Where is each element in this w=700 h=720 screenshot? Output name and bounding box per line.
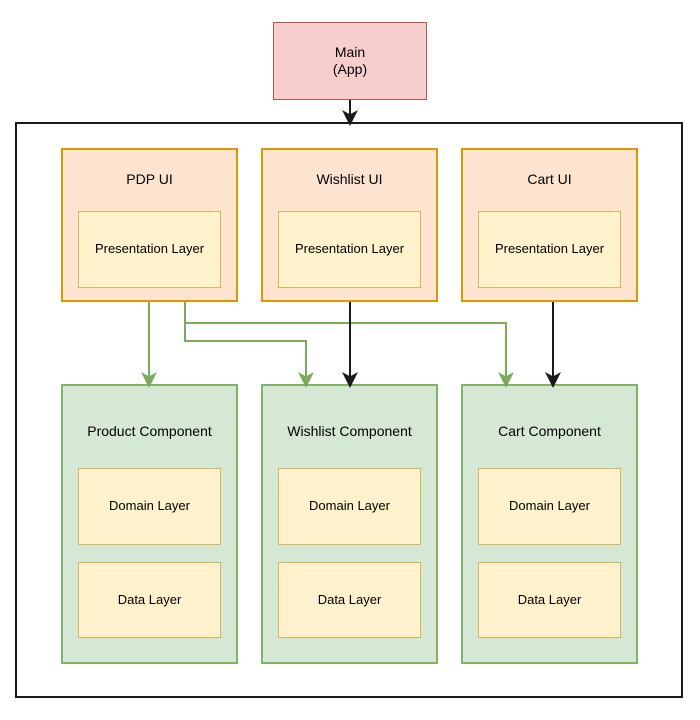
node-product-component-label: Product Component — [87, 423, 212, 439]
node-pdp-ui-label: PDP UI — [126, 171, 173, 187]
node-cart-component-label: Cart Component — [498, 423, 601, 439]
node-wishlist-data-layer-label: Data Layer — [317, 591, 382, 607]
node-cart-ui-label: Cart UI — [527, 171, 572, 187]
node-main-label-line2: (App) — [332, 61, 368, 77]
node-main-app[interactable]: Main (App) — [273, 22, 427, 100]
node-wishlist-domain-layer[interactable]: Domain Layer — [278, 468, 421, 545]
node-cart-data-layer-label: Data Layer — [517, 591, 582, 607]
node-product-domain-layer-label: Domain Layer — [109, 498, 190, 514]
node-product-data-layer-label: Data Layer — [117, 591, 182, 607]
node-wishlist-component-label: Wishlist Component — [287, 423, 412, 439]
node-cart-data-layer[interactable]: Data Layer — [478, 562, 621, 638]
node-cart-domain-layer[interactable]: Domain Layer — [478, 468, 621, 545]
node-product-domain-layer[interactable]: Domain Layer — [78, 468, 221, 545]
node-main-label-line1: Main — [334, 43, 366, 60]
node-pdp-presentation-layer-label: Presentation Layer — [94, 241, 205, 257]
node-wishlist-data-layer[interactable]: Data Layer — [278, 562, 421, 638]
node-cart-domain-layer-label: Domain Layer — [509, 498, 590, 514]
node-cart-presentation-layer[interactable]: Presentation Layer — [478, 211, 621, 288]
node-wishlist-ui-label: Wishlist UI — [316, 171, 383, 187]
node-pdp-presentation-layer[interactable]: Presentation Layer — [78, 211, 221, 288]
node-cart-presentation-layer-label: Presentation Layer — [494, 241, 605, 257]
node-product-data-layer[interactable]: Data Layer — [78, 562, 221, 638]
node-wishlist-domain-layer-label: Domain Layer — [309, 498, 390, 514]
node-wishlist-presentation-layer[interactable]: Presentation Layer — [278, 211, 421, 288]
node-wishlist-presentation-layer-label: Presentation Layer — [294, 241, 405, 257]
